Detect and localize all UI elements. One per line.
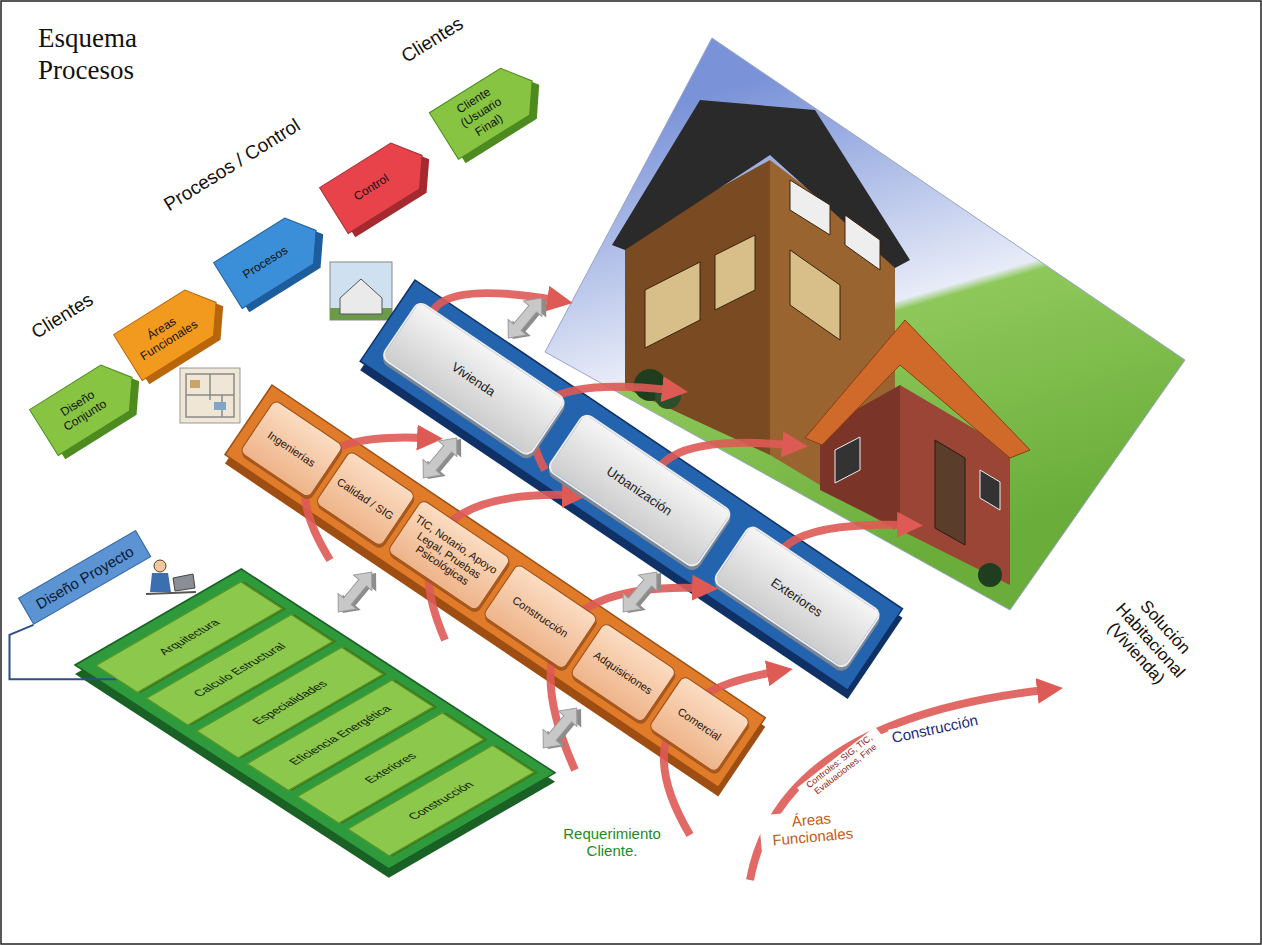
house-window bbox=[645, 262, 700, 348]
gray-double-arrow bbox=[614, 563, 670, 622]
annotation-label: Áreas Funcionales bbox=[759, 806, 866, 849]
person-head bbox=[154, 560, 166, 572]
annotation-label: Controles: SIG, TIC, Evaluaciones, Fine bbox=[797, 726, 888, 803]
laptop bbox=[173, 574, 195, 591]
gray-double-arrow bbox=[534, 699, 590, 758]
house-window bbox=[835, 437, 860, 483]
red-flow-arcs bbox=[305, 293, 1045, 880]
gray-double-arrow bbox=[414, 429, 470, 488]
red-flow-arc bbox=[750, 690, 1045, 880]
gray-double-arrow-face bbox=[534, 700, 586, 755]
functional-area-box-text: Calidad / SIG bbox=[335, 475, 396, 522]
header-arrow-face bbox=[30, 355, 147, 456]
housing-box-text: Urbanización bbox=[604, 463, 675, 518]
header-arrow: Áreas Funcionales bbox=[114, 280, 231, 381]
annotation-label: Requerimiento Cliente. bbox=[550, 825, 675, 860]
housing-box: Vivienda bbox=[380, 299, 568, 458]
design-tile-text: Exteriores bbox=[361, 751, 420, 786]
house-photo-house bbox=[340, 279, 382, 314]
house-window bbox=[845, 215, 880, 270]
gray-double-arrow-face bbox=[414, 430, 466, 485]
floorplan-furniture bbox=[214, 402, 226, 410]
project-design-box: Diseño Proyecto bbox=[18, 530, 151, 625]
header-arrow: Cliente (Usuario Final) bbox=[429, 57, 546, 159]
tree bbox=[978, 563, 1002, 587]
housing-box-text: Exteriores bbox=[769, 574, 826, 619]
housing-box-text: Vivienda bbox=[449, 359, 499, 399]
bracket-connector bbox=[10, 625, 117, 679]
annotation-label: Solución Habitacional (Vivienda) bbox=[1086, 574, 1213, 706]
person-body bbox=[150, 573, 171, 592]
functional-area-box-text: Comercial bbox=[675, 705, 723, 743]
gray-double-arrow bbox=[329, 563, 385, 622]
header-arrow-face bbox=[429, 57, 546, 159]
design-tile-text: Arquitectura bbox=[155, 617, 223, 657]
gray-double-arrow bbox=[499, 289, 555, 348]
functional-area-box-text: Ingenierías bbox=[266, 428, 318, 469]
functional-area-box: TIC, Notario, Apoyo Legal, Pruebas Psico… bbox=[386, 498, 511, 611]
house-window bbox=[715, 235, 755, 310]
house-scene-panel bbox=[545, 38, 1185, 610]
band-container: IngenieríasCalidad / SIGTIC, Notario, Ap… bbox=[225, 385, 765, 787]
housing-box: Exteriores bbox=[711, 523, 883, 671]
annotation-label: Procesos / Control bbox=[160, 114, 304, 215]
functional-area-box-text: Adquisiciones bbox=[592, 648, 655, 696]
gray-double-arrow-face bbox=[614, 564, 666, 619]
brick-house-roof bbox=[805, 320, 1030, 458]
annotation-label: Clientes bbox=[27, 288, 97, 343]
functional-area-box-text: Construcción bbox=[510, 593, 570, 639]
functional-area-box-text: TIC, Notario, Apoyo Legal, Pruebas Psico… bbox=[399, 513, 500, 598]
design-tile-text: Construcción bbox=[405, 779, 477, 822]
house-photo-thumbnail bbox=[330, 262, 392, 320]
floorplan-furniture bbox=[190, 380, 200, 388]
header-arrow-face bbox=[114, 280, 231, 381]
house-window bbox=[980, 470, 1000, 510]
floorplan-thumbnail bbox=[180, 368, 240, 423]
band-container: ViviendaUrbanizaciónExteriores bbox=[360, 280, 902, 690]
house-window bbox=[790, 180, 830, 235]
band-container: ArquitecturaCalculo EstructuralEspeciali… bbox=[75, 569, 555, 869]
desk bbox=[146, 592, 196, 594]
header-arrow-face bbox=[320, 133, 437, 234]
design-tile-text: Especialidades bbox=[249, 679, 331, 727]
floorplan-walls bbox=[186, 374, 234, 417]
header-arrow: Diseño Conjunto bbox=[30, 355, 147, 456]
house-window bbox=[790, 250, 840, 340]
project-design-label: Diseño Proyecto bbox=[33, 543, 137, 613]
header-arrow-face bbox=[214, 208, 331, 309]
house-door bbox=[935, 440, 965, 545]
gray-double-arrow-face bbox=[499, 290, 551, 345]
housing-box: Urbanización bbox=[545, 411, 733, 570]
annotation-label: Construcción bbox=[888, 710, 981, 746]
header-arrow: Procesos bbox=[214, 208, 331, 309]
annotation-label: Clientes bbox=[397, 12, 467, 67]
header-arrow: Control bbox=[320, 133, 437, 234]
gray-double-arrow-face bbox=[329, 564, 381, 619]
diagram-title: Esquema Procesos bbox=[38, 22, 188, 87]
